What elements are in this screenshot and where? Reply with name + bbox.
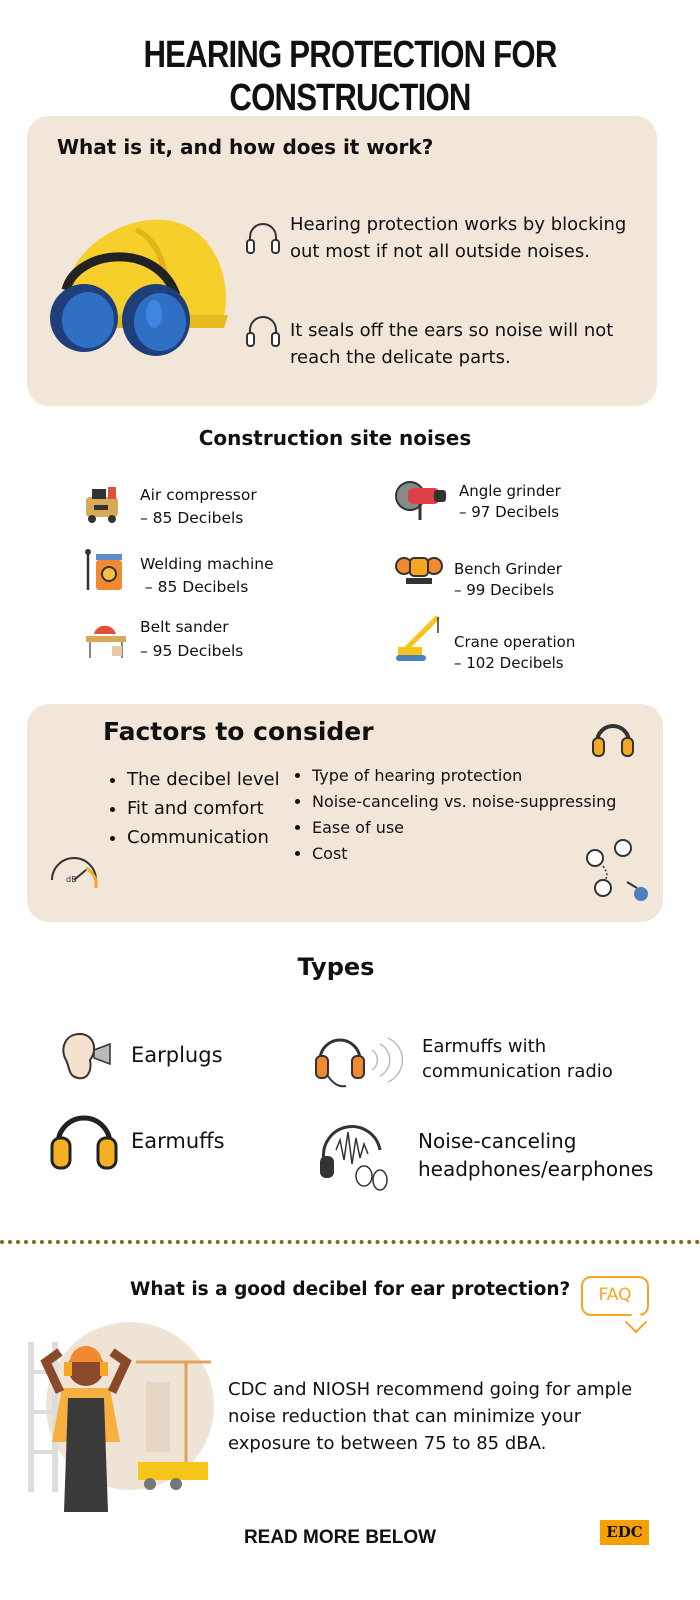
noise-db-air-compressor: – 85 Decibels — [140, 509, 244, 527]
bench-grinder-icon — [395, 557, 443, 584]
noises-heading: Construction site noises — [198, 426, 472, 450]
faq-badge-label: FAQ — [598, 1285, 632, 1305]
earmuffs-icon — [50, 1115, 118, 1170]
air-compressor-icon — [86, 487, 118, 523]
brand-logo: EDC — [600, 1520, 649, 1545]
noise-db-angle-grinder: – 97 Decibels — [459, 503, 560, 521]
types-heading: Types — [297, 953, 375, 981]
decibel-gauge-icon: dB — [51, 857, 98, 888]
type-label-noise-canceling: Noise-canceling headphones/earphones — [418, 1129, 654, 1181]
factors-heading: Factors to consider — [103, 717, 374, 746]
page-title: HEARING PROTECTION FOR CONSTRUCTION — [143, 34, 557, 119]
factor-item: Cost — [312, 844, 616, 863]
type-label-radio-earmuffs: Earmuffs with communication radio — [422, 1036, 613, 1082]
factor-item: Type of hearing protection — [312, 766, 616, 785]
earplug-icon — [62, 1032, 111, 1080]
angle-grinder-icon — [395, 481, 446, 520]
factor-item: Noise-canceling vs. noise-suppressing — [312, 792, 616, 811]
how-it-works-point-1: Hearing protection works by blocking out… — [290, 214, 627, 262]
factor-item: Ease of use — [312, 818, 616, 837]
faq-answer: CDC and NIOSH recommend going for ample … — [228, 1379, 633, 1454]
noise-name-belt-sander: Belt sander — [140, 618, 229, 636]
noise-db-bench-grinder: – 99 Decibels — [454, 581, 555, 599]
factor-item: The decibel level — [127, 769, 280, 790]
noise-canceling-headphones-icon — [320, 1125, 388, 1191]
noise-db-welding-machine: – 85 Decibels — [140, 578, 249, 596]
radio-earmuffs-icon — [315, 1037, 404, 1088]
factors-right-list: Type of hearing protection Noise-canceli… — [290, 766, 616, 870]
noise-name-angle-grinder: Angle grinder — [459, 482, 561, 500]
read-more-cta[interactable]: READ MORE BELOW — [243, 1527, 437, 1548]
noise-name-air-compressor: Air compressor — [140, 486, 257, 504]
welding-machine-icon — [85, 549, 122, 590]
factors-left-list: The decibel level Fit and comfort Commun… — [105, 769, 280, 855]
communication-icon — [586, 839, 648, 901]
noise-name-welding-machine: Welding machine — [140, 555, 274, 573]
noise-name-bench-grinder: Bench Grinder — [454, 560, 562, 578]
noise-name-crane-operation: Crane operation — [454, 633, 576, 651]
noise-db-crane-operation: – 102 Decibels — [454, 654, 564, 672]
construction-worker-illustration — [28, 1322, 214, 1512]
headphones-icon — [592, 724, 634, 757]
what-is-it-heading: What is it, and how does it work? — [57, 135, 434, 159]
crane-icon — [396, 615, 440, 661]
type-label-earmuffs: Earmuffs — [131, 1129, 225, 1153]
faq-badge: FAQ — [581, 1276, 649, 1316]
type-label-earplugs: Earplugs — [131, 1043, 223, 1067]
how-it-works-point-2: It seals off the ears so noise will not … — [290, 320, 614, 368]
faq-question: What is a good decibel for ear protectio… — [130, 1279, 571, 1300]
factor-item: Communication — [127, 827, 280, 848]
section-divider — [0, 1240, 700, 1244]
headphones-icon — [246, 316, 280, 347]
gauge-label: dB — [66, 875, 77, 884]
brand-logo-text: EDC — [606, 1523, 643, 1541]
belt-sander-icon — [86, 625, 126, 658]
headphones-icon — [246, 223, 280, 254]
helmet-earmuffs-illustration — [50, 219, 228, 356]
noise-db-belt-sander: – 95 Decibels — [140, 642, 244, 660]
factor-item: Fit and comfort — [127, 798, 280, 819]
factors-panel — [27, 704, 663, 922]
